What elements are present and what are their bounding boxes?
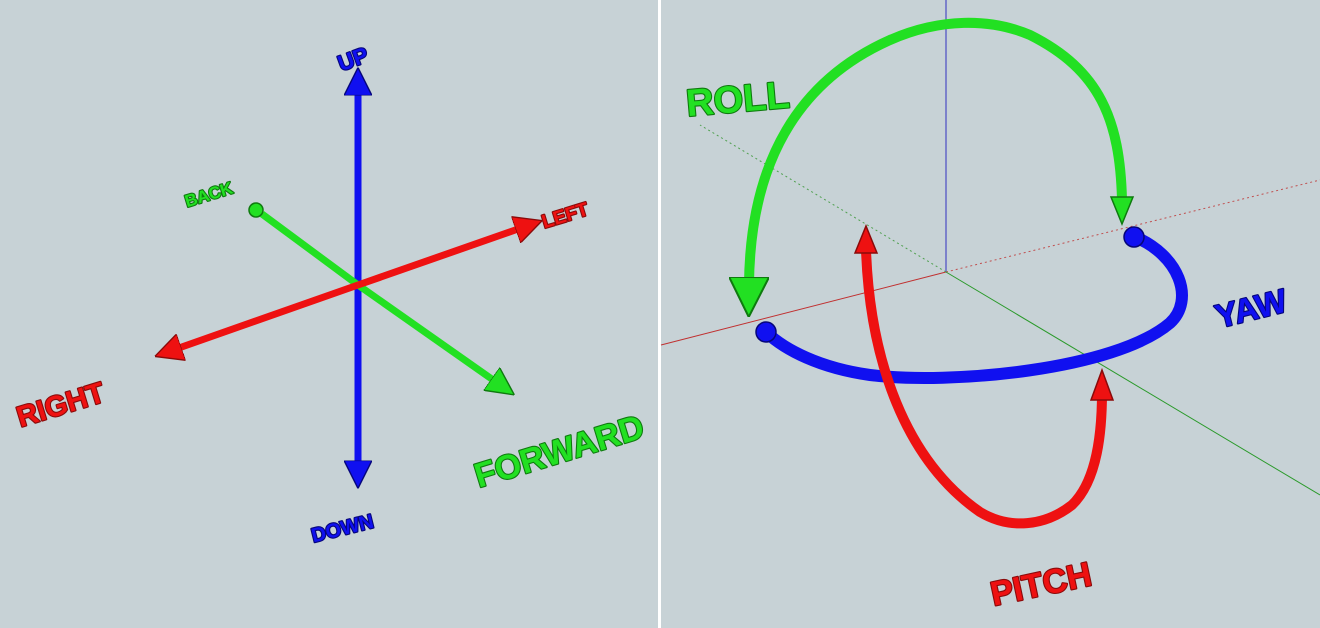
back-arrow-end xyxy=(248,202,264,218)
yaw-arc-end xyxy=(755,321,777,343)
roll-arrowhead-right xyxy=(1109,196,1135,226)
pitch-arc xyxy=(861,245,1107,529)
green-reference-axis xyxy=(945,271,1320,496)
panel-divider xyxy=(658,0,661,628)
pitch-arrowhead-right xyxy=(1089,367,1115,401)
roll-label: ROLL xyxy=(685,74,792,125)
right-arrow xyxy=(176,281,360,349)
left-panel: UP DOWN BACK LEFT RIGHT FORWARD xyxy=(0,0,658,628)
roll-arc xyxy=(749,17,1127,285)
red-reference-axis xyxy=(660,271,947,346)
pitch-arrowhead-left xyxy=(853,224,879,254)
forward-arrow xyxy=(355,282,496,382)
red-reference-axis-dotted xyxy=(945,179,1320,273)
left-arrow xyxy=(356,228,521,289)
right-panel: ROLL YAW PITCH xyxy=(660,0,1320,628)
left-panel-background xyxy=(0,0,658,628)
right-panel-background xyxy=(661,0,1320,628)
yaw-arc-start xyxy=(1123,226,1145,248)
back-arrow xyxy=(259,211,361,288)
yaw-arc xyxy=(760,230,1188,384)
